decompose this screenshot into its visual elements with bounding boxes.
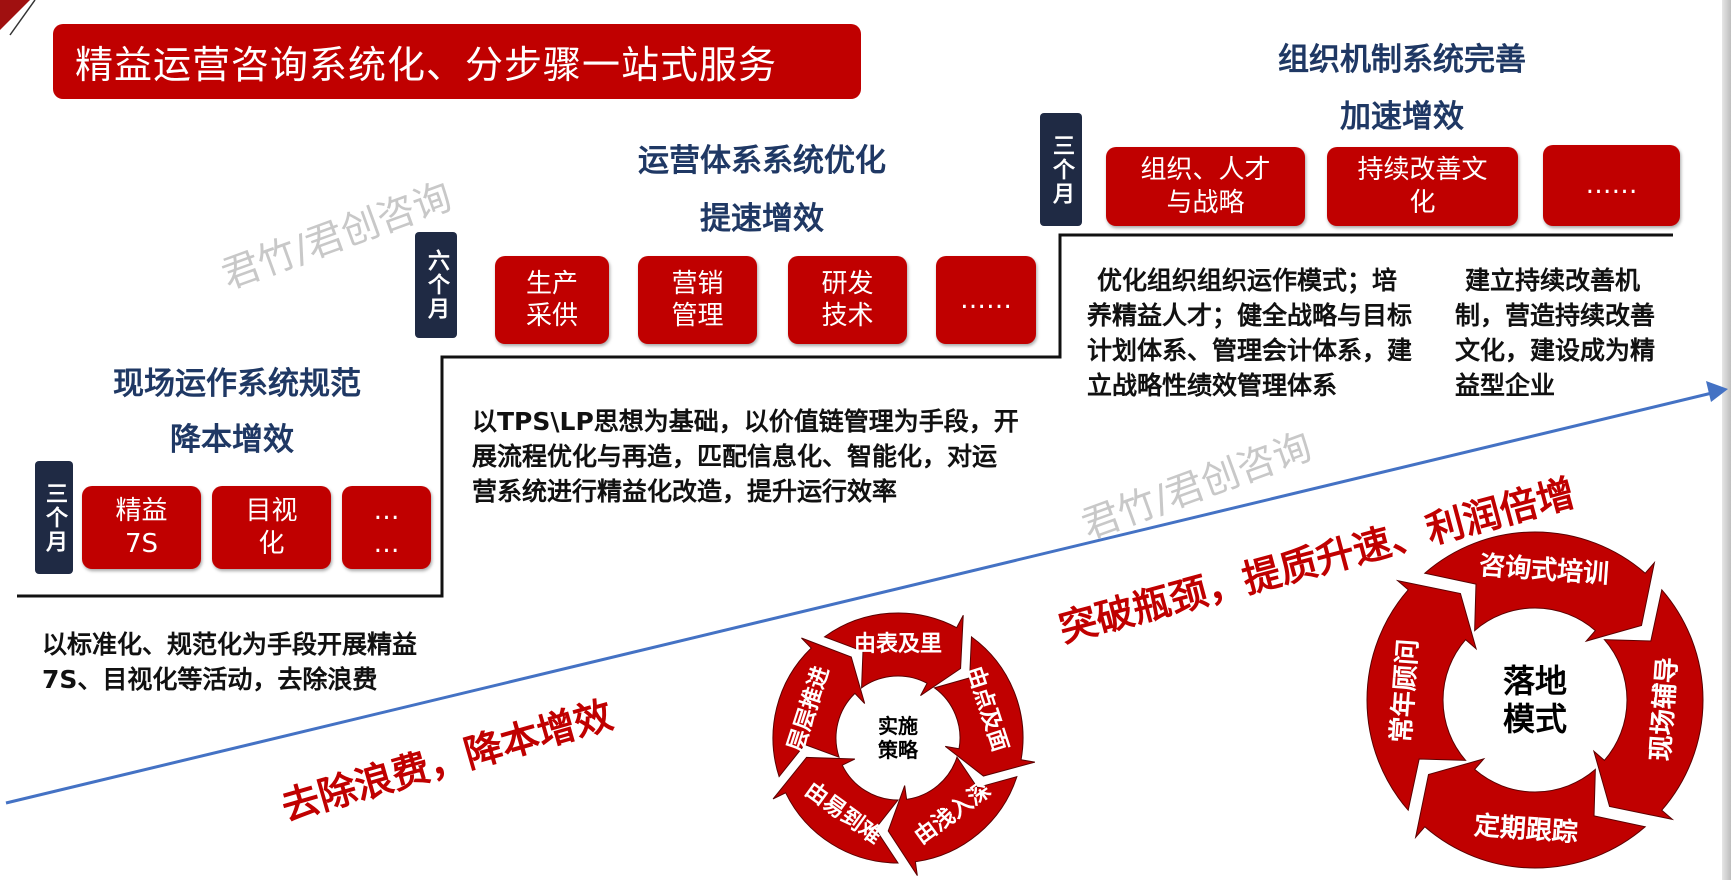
cycle-center-label: 实施 xyxy=(878,714,918,738)
cycle-landing: 咨询式培训现场辅导定期跟踪常年顾问落地模式 xyxy=(1366,531,1704,869)
stage1-subheading: 降本增效 xyxy=(170,422,294,458)
cycle-segment-label: 定期跟踪 xyxy=(1473,810,1579,848)
stage2-subheading: 提速增效 xyxy=(700,201,824,237)
stage3-description-2: 建立持续改善机制，营造持续改善文化，建设成为精益型企业 xyxy=(1455,266,1656,400)
stage2-box: …… xyxy=(936,256,1036,344)
stage2-heading: 运营体系系统优化 xyxy=(638,143,886,179)
cycle-segment-label: 由表及里 xyxy=(854,632,942,657)
stage1-box: 精益 7S xyxy=(82,486,201,569)
cycle-segment-label: 常年顾问 xyxy=(1386,638,1424,744)
stage3-box: …… xyxy=(1543,145,1680,226)
stage2-description: 以TPS\LP思想为基础，以价值链管理为手段，开展流程优化与再造，匹配信息化、智… xyxy=(472,407,1019,506)
stage3-heading: 组织机制系统完善 xyxy=(1278,42,1526,78)
stage3-box: 持续改善文 化 xyxy=(1327,147,1518,226)
cycle-arrow-segment xyxy=(1423,531,1656,643)
cycle-center-label: 策略 xyxy=(878,738,919,762)
cycle-arrow-segment xyxy=(772,637,866,778)
stage1-description: 以标准化、规范化为手段开展精益7S、目视化等活动，去除浪费 xyxy=(42,630,418,694)
stage2-box: 生产 采供 xyxy=(495,256,609,344)
stage2-box: 研发 技术 xyxy=(788,256,907,344)
cycle-arrow-segment xyxy=(772,756,900,864)
trend-arrow-line xyxy=(5,391,1713,805)
stage1-duration: 三个月 xyxy=(35,461,73,574)
trend-arrowhead-icon xyxy=(1706,381,1728,402)
cycle-center-label: 模式 xyxy=(1503,700,1567,738)
stage1-box: … … xyxy=(342,486,431,569)
corner-decoration xyxy=(0,0,36,36)
stage1-heading: 现场运作系统规范 xyxy=(113,366,361,402)
cycle-arrow-segment xyxy=(1592,588,1704,821)
page-title: 精益运营咨询系统化、分步骤一站式服务 xyxy=(53,24,861,99)
cycle-strategy: 由表及里由点及面由浅入深由易到难层层推进实施策略 xyxy=(772,612,1036,876)
cycle-arrow-segment xyxy=(823,612,964,697)
stage2-duration: 六个月 xyxy=(415,232,457,338)
cycle-arrow-segment xyxy=(1366,579,1478,812)
staircase-line xyxy=(17,233,1673,598)
stage1-box: 目视 化 xyxy=(212,486,331,569)
slide-edge xyxy=(1722,0,1731,880)
cycle-arrow-segment xyxy=(933,635,1036,777)
cycle-arrow-segment xyxy=(1414,757,1647,869)
cycle-segment-label: 现场辅导 xyxy=(1646,656,1683,762)
cycle-arrow-segment xyxy=(887,756,1018,876)
stage2-box: 营销 管理 xyxy=(638,256,757,344)
stage3-duration: 三个月 xyxy=(1040,113,1082,226)
stage3-subheading: 加速增效 xyxy=(1340,99,1464,135)
cycle-center-label: 落地 xyxy=(1503,662,1567,700)
stage3-description: 优化组织组织运作模式；培养精益人才；健全战略与目标计划体系、管理会计体系，建立战… xyxy=(1087,266,1413,400)
stage3-box: 组织、人才 与战略 xyxy=(1106,147,1305,226)
